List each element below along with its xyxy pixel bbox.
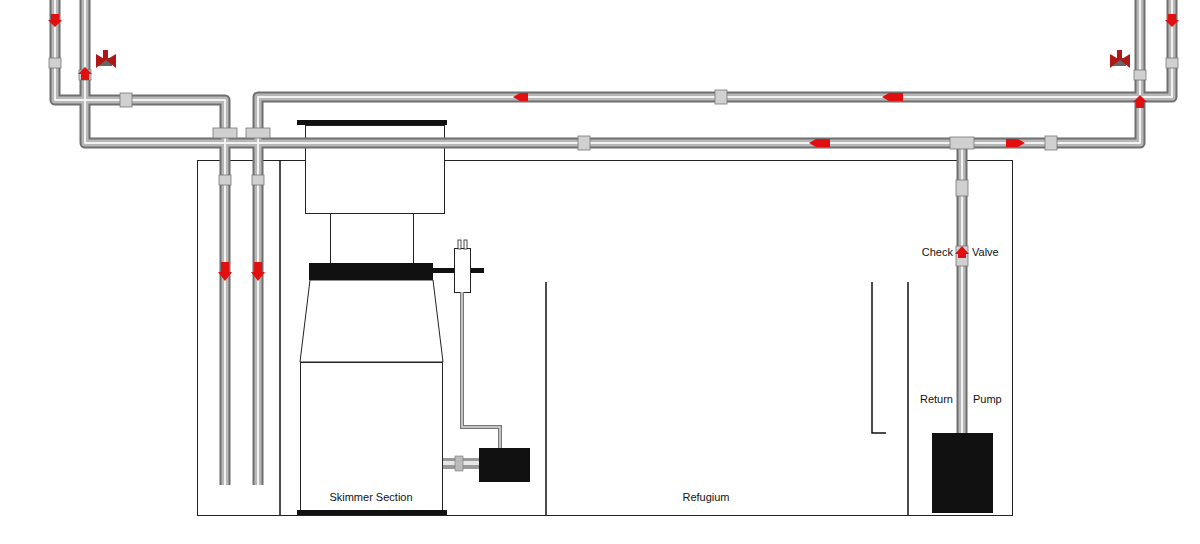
section-label: Skimmer Section [328,491,413,504]
ball-valve [96,50,1130,68]
valve-label: Check [921,246,954,259]
pump-label: Return [919,393,954,406]
flow-arrow [48,14,1179,281]
protein-skimmer [297,120,530,515]
plumbing [55,0,1172,485]
baffles [280,160,908,515]
return-pump [932,433,993,513]
pipe-unions [49,58,1178,266]
valve-label: Valve [971,246,1000,259]
pump-label: Pump [972,393,1003,406]
section-label: Refugium [681,491,730,504]
